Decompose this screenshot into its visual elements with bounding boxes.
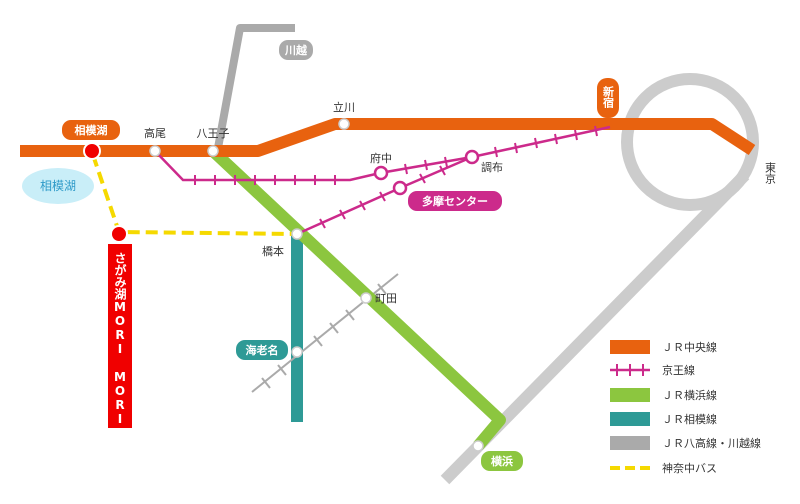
station-chofu-marker	[464, 149, 480, 165]
station-tama-center-label: 多摩センター	[422, 194, 488, 208]
station-ebina-marker	[291, 346, 303, 358]
station-sagamiko-box	[62, 120, 120, 140]
station-fuchu-label: 府中	[370, 151, 392, 165]
station-ebina-label: 海老名	[246, 343, 279, 357]
line-jr-chuo	[20, 118, 756, 157]
station-kawagoe-box	[279, 40, 313, 60]
station-ebina-box	[236, 340, 288, 360]
station-sagamiko-marker	[83, 142, 101, 160]
legend-swatch-jr-hachiko-kawagoe	[610, 436, 650, 450]
legend-label-keio: 京王線	[662, 363, 695, 377]
legend-swatch-jr-chuo	[610, 340, 650, 354]
legend-label-jr-sagami: ＪＲ相模線	[662, 412, 717, 426]
station-fuchu-marker	[373, 165, 389, 181]
destination-label: さがみ湖MORI MORI	[113, 252, 127, 426]
legend-swatch-jr-sagami	[610, 412, 650, 426]
station-tachikawa-marker	[338, 118, 350, 130]
station-sagamiko-label: 相模湖	[75, 123, 108, 137]
legend-label-jr-chuo: ＪＲ中央線	[662, 340, 717, 354]
station-takao-marker	[149, 145, 161, 157]
station-shinjuku-box	[597, 78, 619, 118]
station-tama-center-marker	[392, 180, 408, 196]
destination-label-box	[108, 244, 132, 428]
station-machida-label: 町田	[375, 292, 397, 305]
line-jr-yokohama	[208, 146, 506, 450]
thin-gray-ticks	[261, 283, 387, 389]
station-takao-label: 高尾	[144, 126, 166, 140]
legend-label-jr-hachiko-kawagoe: ＪＲ八高線・川越線	[662, 436, 761, 450]
legend-label-kanachu-bus: 神奈中バス	[662, 461, 717, 475]
station-hashimoto-label: 橋本	[262, 244, 284, 258]
station-machida-marker	[360, 292, 372, 304]
legend: ＪＲ中央線 京王線 ＪＲ横浜線 ＪＲ相模線 ＪＲ八高線・川越線 神奈中バス	[610, 340, 761, 475]
station-hachioji-marker	[207, 145, 219, 157]
station-tokyo-label: 東京	[764, 162, 777, 185]
keio-ticks	[194, 125, 598, 229]
sagamiko-lake	[22, 168, 94, 204]
station-hashimoto-marker	[291, 228, 303, 240]
station-yokohama-box	[481, 451, 523, 471]
destination-marker	[110, 225, 128, 243]
station-kawagoe-label: 川越	[284, 43, 308, 57]
lake-label: 相模湖	[40, 178, 76, 193]
station-yokohama-label: 横浜	[491, 454, 513, 468]
station-yokohama-marker	[472, 440, 484, 452]
line-jr-hachiko-kawagoe	[214, 24, 295, 149]
legend-swatch-jr-yokohama	[610, 388, 650, 402]
legend-label-jr-yokohama: ＪＲ横浜線	[662, 388, 717, 402]
station-chofu-label: 調布	[481, 160, 503, 174]
yamanote-loop	[621, 73, 759, 211]
station-tachikawa-label: 立川	[333, 100, 355, 114]
station-tama-center-box	[408, 191, 502, 211]
station-hachioji-label: 八王子	[197, 127, 230, 140]
station-shinjuku-label: 新宿	[602, 85, 615, 109]
